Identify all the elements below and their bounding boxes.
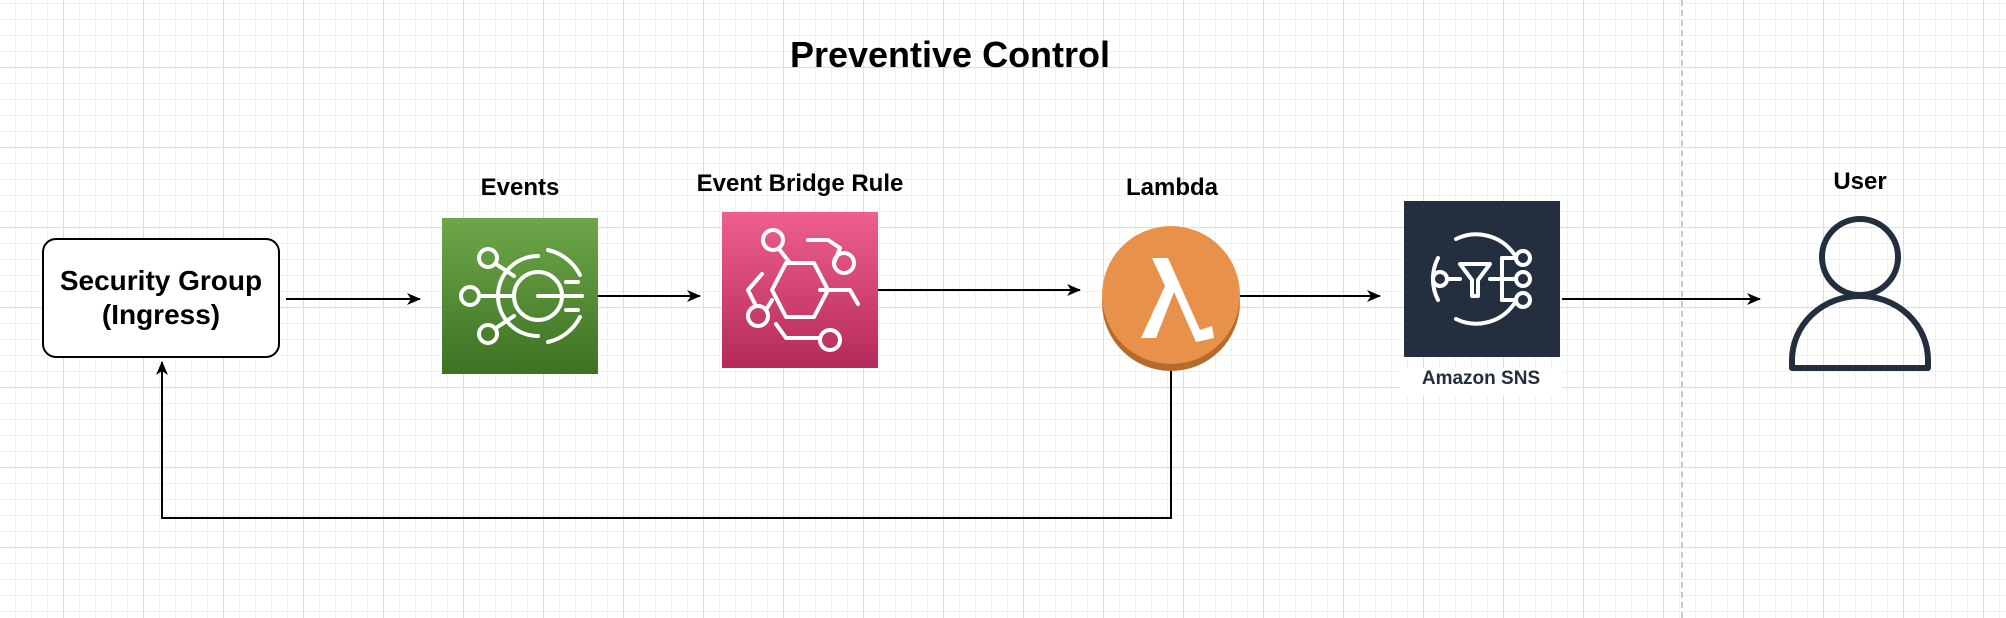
eventbridge-events-icon[interactable] bbox=[442, 218, 598, 374]
edge-lambda-to-security-group bbox=[156, 361, 1172, 519]
events-label: Events bbox=[480, 174, 560, 201]
sns-icon[interactable] bbox=[1404, 201, 1560, 357]
security-group-node[interactable]: Security Group (Ingress) bbox=[42, 238, 280, 358]
security-group-sublabel: (Ingress) bbox=[101, 299, 221, 330]
diagram-title: Preventive Control bbox=[789, 34, 1111, 75]
user-icon[interactable] bbox=[1789, 216, 1931, 371]
lambda-label: Lambda bbox=[1125, 174, 1218, 201]
eventbridge-rule-icon[interactable] bbox=[722, 212, 878, 368]
amazon-sns-label: Amazon SNS bbox=[1400, 368, 1562, 396]
security-group-label: Security Group bbox=[59, 265, 263, 296]
event-bridge-rule-label: Event Bridge Rule bbox=[696, 170, 904, 197]
lambda-icon[interactable] bbox=[1102, 226, 1240, 371]
user-label: User bbox=[1833, 168, 1887, 195]
boundary-separator bbox=[1681, 0, 1683, 618]
